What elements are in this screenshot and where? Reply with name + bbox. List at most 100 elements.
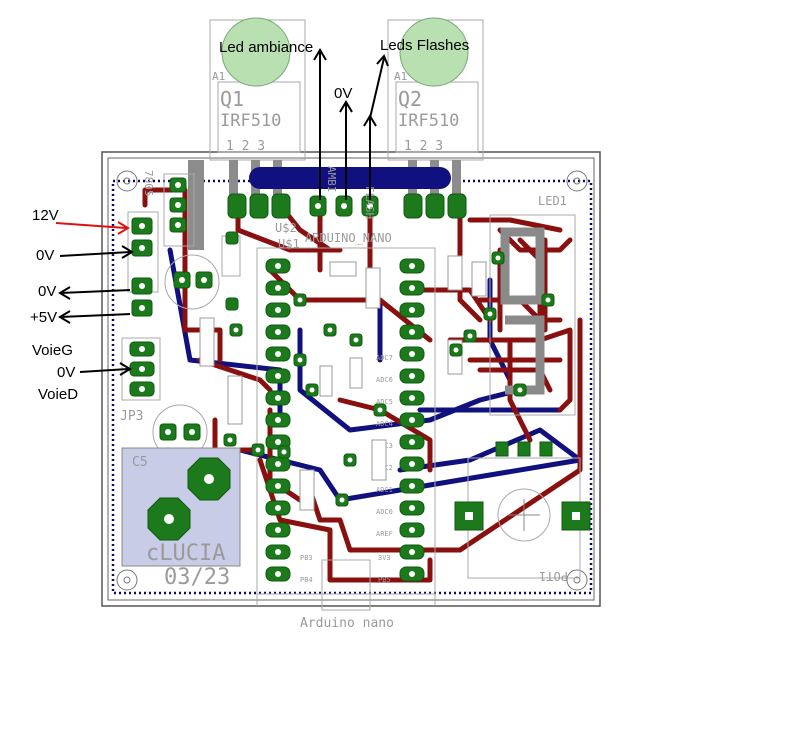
q1-part: IRF510: [220, 111, 281, 131]
header-hole: [409, 263, 415, 269]
ambi-label: AMBI: [325, 166, 338, 193]
header-hole: [275, 263, 281, 269]
adc-pin-label: ADC4: [376, 420, 393, 428]
header-hole: [409, 505, 415, 511]
header-hole: [409, 439, 415, 445]
zero-v-label-1: 0V: [36, 247, 55, 264]
jp3-label: JP3: [120, 409, 143, 424]
q1-label: Q1: [220, 87, 244, 111]
via-hole: [227, 437, 233, 443]
q2-part: IRF510: [398, 111, 459, 131]
via-hole: [377, 407, 383, 413]
capacitor-c2: [164, 254, 220, 310]
via-hole: [339, 497, 345, 503]
header-hole: [275, 307, 281, 313]
via-hole: [353, 337, 359, 343]
via-hole: [545, 297, 551, 303]
capacitor-c3: [152, 404, 208, 460]
potentiometer-pot1: POT1: [454, 441, 591, 583]
board-inner-edge: [107, 157, 595, 601]
regulator-7805: 7805: [142, 170, 195, 247]
led-ambiance-label: Led ambiance: [219, 39, 314, 56]
plus5v-label: +5V: [30, 309, 58, 326]
leds-flashes-led: [399, 17, 469, 87]
header-hole: [409, 549, 415, 555]
header-hole: [409, 329, 415, 335]
header-hole: [275, 285, 281, 291]
leds-flashes-label: Leds Flashes: [380, 37, 470, 54]
zero-v-top-label: 0V: [334, 85, 353, 102]
header-hole: [409, 395, 415, 401]
q2-a1: A1: [394, 70, 407, 83]
adc-pin-label: ADC0: [376, 508, 393, 516]
header-hole: [409, 351, 415, 357]
mounting-holes: [116, 170, 588, 591]
led-ambiance-led: [221, 17, 291, 87]
12v-arrow: [55, 221, 130, 235]
header-hole: [275, 571, 281, 577]
via-hole: [297, 297, 303, 303]
via-hole: [327, 327, 333, 333]
flash-label: FLASH: [363, 186, 376, 219]
via-hole: [309, 387, 315, 393]
header-hole: [409, 285, 415, 291]
header-hole: [409, 483, 415, 489]
pot1-label: POT1: [539, 569, 568, 583]
pin-label-bottom-left: PB3: [300, 554, 313, 562]
led1-label: LED1: [538, 194, 567, 208]
via-hole: [255, 447, 261, 453]
jp3-connector: JP3: [120, 337, 161, 424]
via-hole: [453, 347, 459, 353]
q1-a1: A1: [212, 70, 225, 83]
arduino-right-header: 3V3PB5ADC7ADC6ADC5ADC4ADC3ADC2ADC1ADC0AR…: [376, 258, 425, 584]
header-hole: [409, 417, 415, 423]
header-hole: [409, 373, 415, 379]
capacitor-c5: C5 cLUCIA 03/23: [121, 447, 241, 590]
us1-label: U$1: [278, 237, 300, 251]
via-hole: [347, 457, 353, 463]
pin-label-bottom-right: PB5: [378, 576, 391, 584]
resistors: [199, 231, 487, 511]
header-hole: [275, 483, 281, 489]
via-hole: [281, 449, 287, 455]
header-hole: [275, 527, 281, 533]
adc-pin-label: ADC1: [376, 486, 393, 494]
arduino-nano-ref: ARDUINO_NANO: [305, 231, 392, 245]
header-hole: [275, 417, 281, 423]
header-hole: [275, 351, 281, 357]
power-connector: [127, 211, 159, 317]
header-hole: [409, 461, 415, 467]
q2-label: Q2: [398, 87, 422, 111]
author-label: cLUCIA: [146, 541, 225, 566]
adc-pin-label: ADC5: [376, 398, 393, 406]
c5-label: C5: [132, 455, 148, 470]
via-hole: [487, 311, 493, 317]
header-hole: [409, 307, 415, 313]
q1-pins: 1 2 3: [226, 139, 265, 154]
via-hole: [495, 255, 501, 261]
via-hole: [233, 327, 239, 333]
adc-pin-label: ADC6: [376, 376, 393, 384]
header-hole: [409, 527, 415, 533]
footer-label: Arduino nano: [300, 616, 394, 631]
q2-pins: 1 2 3: [404, 139, 443, 154]
voied-label: VoieD: [38, 386, 79, 403]
us2-label: U$2: [275, 221, 297, 235]
via-hole: [517, 387, 523, 393]
arduino-nano-module: ARDUINO_NANO U$2 U$1: [256, 221, 436, 611]
header-hole: [275, 461, 281, 467]
pin-label-bottom-left: PB4: [300, 576, 313, 584]
regulator-label: 7805: [142, 170, 155, 197]
zero-v-label-3: 0V: [57, 364, 76, 381]
adc-pin-label: AREF: [376, 530, 393, 538]
v12-label: 12V: [32, 207, 59, 224]
via-hole: [297, 357, 303, 363]
header-hole: [275, 329, 281, 335]
header-hole: [275, 395, 281, 401]
date-label: 03/23: [164, 565, 230, 590]
header-hole: [275, 373, 281, 379]
header-hole: [275, 549, 281, 555]
via-hole: [467, 333, 473, 339]
adc-pin-label: ADC7: [376, 354, 393, 362]
